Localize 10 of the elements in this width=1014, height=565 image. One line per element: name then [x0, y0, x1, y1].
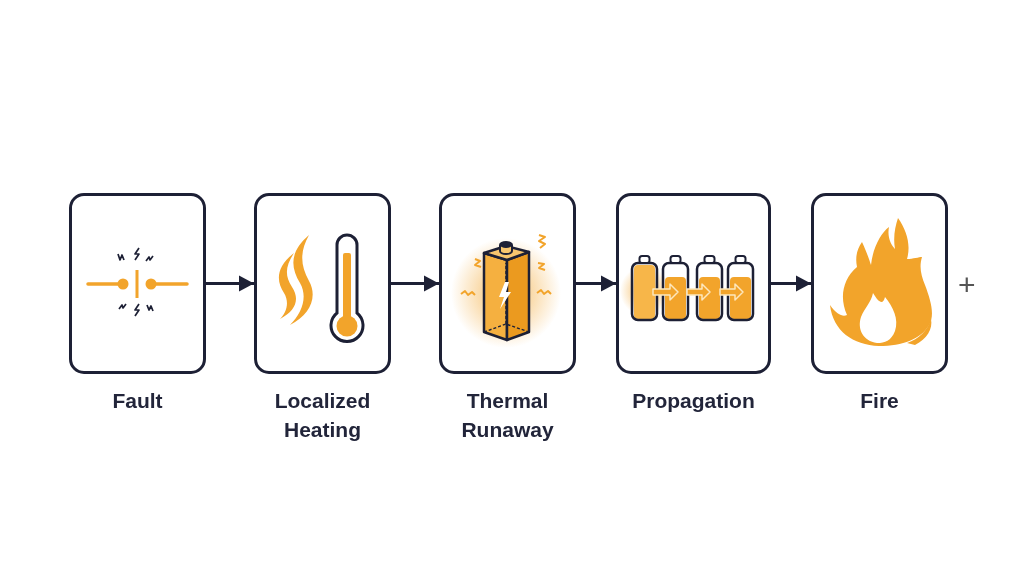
- arrow: [576, 275, 616, 292]
- step-label: Propagation: [632, 389, 755, 412]
- plus-sign: +: [958, 268, 976, 302]
- arrow: [771, 275, 811, 292]
- step-label: Fire: [860, 389, 899, 412]
- step-label: Fault: [112, 389, 163, 412]
- step-label: Thermal Runaway: [461, 389, 554, 441]
- arrow: [206, 275, 254, 292]
- arrow: [391, 275, 439, 292]
- step-label: Localized Heating: [274, 389, 371, 441]
